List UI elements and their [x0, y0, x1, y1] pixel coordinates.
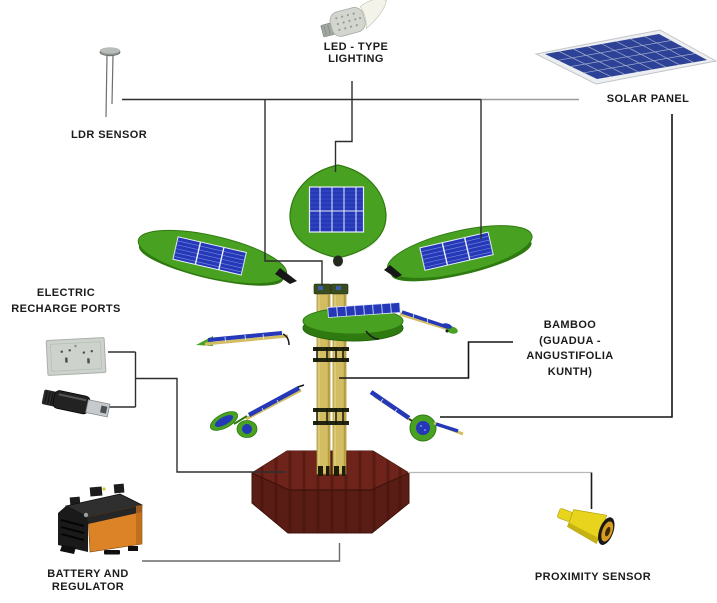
connector-recharge-ports [108, 351, 286, 473]
label-led-lighting: LED - TYPE LIGHTING [323, 41, 389, 65]
disc-right-twig [399, 310, 458, 334]
ldr-sensor-icon [99, 47, 121, 118]
connector-drop-to-trunk [264, 99, 323, 286]
top-leaf-solar-panel [308, 186, 365, 233]
label-ldr-sensor: LDR SENSOR [70, 129, 148, 141]
left-leaf-solar-strip [172, 236, 247, 276]
led-bulb-icon [320, 0, 387, 38]
label-bamboo: BAMBOO (GUADUA - ANGUSTIFOLIA KUNTH) [526, 319, 614, 378]
upper-right-leaf [384, 225, 533, 282]
connector-lines [108, 81, 673, 562]
label-electric-recharge-ports: ELECTRIC RECHARGE PORTS [11, 287, 121, 315]
base-pot [251, 450, 410, 534]
label-battery-regulator: BATTERY AND REGULATOR [47, 568, 129, 593]
proximity-sensor-icon [557, 508, 615, 545]
upper-left-leaf [137, 229, 297, 286]
connector-battery [142, 543, 341, 562]
connector-solar-right [440, 114, 673, 418]
connector-bamboo [339, 341, 513, 379]
middle-left-twig [196, 331, 290, 346]
label-solar-panel: SOLAR PANEL [606, 93, 690, 105]
canopy-disc [302, 302, 458, 342]
connector-led [334, 81, 353, 172]
lower-right-branch [369, 390, 464, 442]
usb-plug-icon [41, 389, 111, 418]
right-leaf-solar-strip [419, 231, 494, 271]
lower-left-branch [209, 384, 305, 438]
disc-solar-cells [327, 302, 401, 318]
top-leaf [289, 164, 387, 267]
wall-socket-icon [45, 337, 107, 376]
solar-panel-icon [534, 29, 717, 85]
battery-icon [58, 483, 144, 555]
label-proximity-sensor: PROXIMITY SENSOR [534, 571, 652, 583]
